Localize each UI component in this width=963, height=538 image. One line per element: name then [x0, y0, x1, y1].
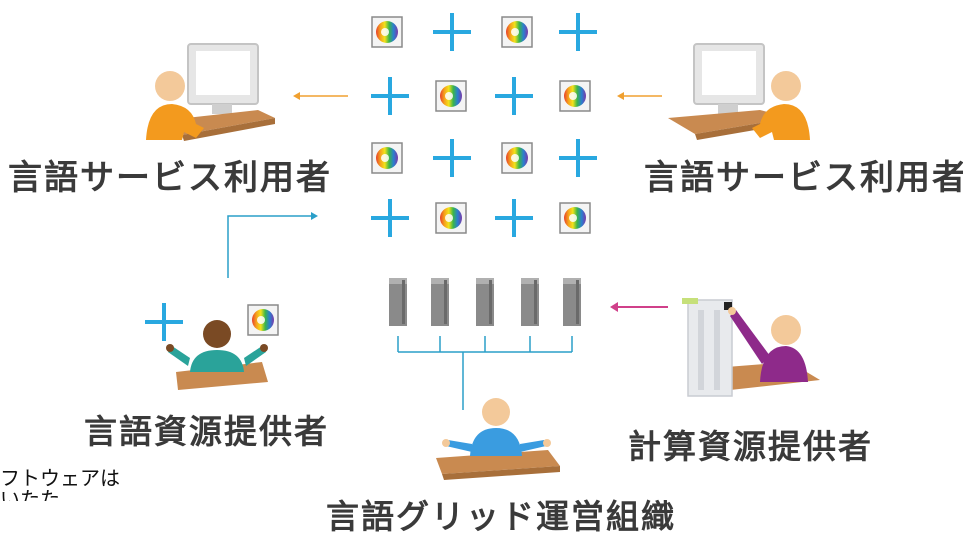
language-service-icon — [501, 142, 533, 174]
server-tower-icon — [563, 278, 581, 326]
supercomputer-icon — [682, 298, 733, 397]
language-service-icon — [559, 202, 591, 234]
server-tower-icon — [521, 278, 539, 326]
server-connector-tree — [397, 336, 573, 410]
server-tower-icon — [389, 278, 407, 326]
desk — [668, 110, 790, 134]
compute-resource-provider — [682, 298, 820, 397]
arrow-to-right-user — [617, 92, 662, 100]
person-icon — [728, 307, 808, 382]
label-language-provider: 言語資源提供者 — [84, 412, 329, 451]
server-tower-icon — [431, 278, 449, 326]
language-grid-operator — [436, 398, 560, 480]
person-icon — [752, 71, 810, 140]
plus-icon — [371, 77, 409, 115]
desk — [436, 450, 560, 474]
plus-icon — [145, 303, 183, 341]
server-row — [389, 278, 581, 326]
language-service-user-left — [146, 43, 275, 141]
plus-icon — [559, 13, 597, 51]
language-resource-provider — [145, 303, 279, 390]
desk — [176, 362, 268, 390]
plus-icon — [433, 13, 471, 51]
cutoff-text-snippet: フトウェアは いたた — [0, 466, 120, 502]
arrow-to-left-user — [293, 92, 348, 100]
label-user-right: 言語サービス利用者 — [644, 158, 963, 198]
language-service-icon — [559, 80, 591, 112]
person-icon — [146, 71, 204, 140]
language-service-icon — [435, 202, 467, 234]
language-service-icon — [247, 304, 279, 336]
snippet-line-1: フトウェアは — [0, 466, 120, 490]
plus-icon — [495, 199, 533, 237]
plus-icon — [371, 199, 409, 237]
server-tower-icon — [476, 278, 494, 326]
language-service-icon — [371, 142, 403, 174]
computer-monitor-icon — [187, 43, 259, 114]
language-service-icon — [435, 80, 467, 112]
language-service-icon — [371, 16, 403, 48]
plus-icon — [433, 139, 471, 177]
language-service-user-right — [668, 43, 810, 140]
arrow-compute-to-servers — [610, 302, 668, 312]
label-operator: 言語グリッド運営組織 — [326, 497, 676, 536]
plus-icon — [495, 77, 533, 115]
language-service-icon — [501, 16, 533, 48]
plus-icon — [559, 139, 597, 177]
label-compute-provider: 計算資源提供者 — [628, 427, 873, 466]
service-grid — [371, 13, 597, 237]
computer-monitor-icon — [693, 43, 765, 114]
person-icon — [166, 320, 268, 372]
arrow-language-to-grid — [227, 212, 318, 278]
person-icon — [442, 398, 551, 456]
snippet-line-2: いたた — [0, 489, 60, 501]
label-user-left: 言語サービス利用者 — [8, 158, 332, 198]
